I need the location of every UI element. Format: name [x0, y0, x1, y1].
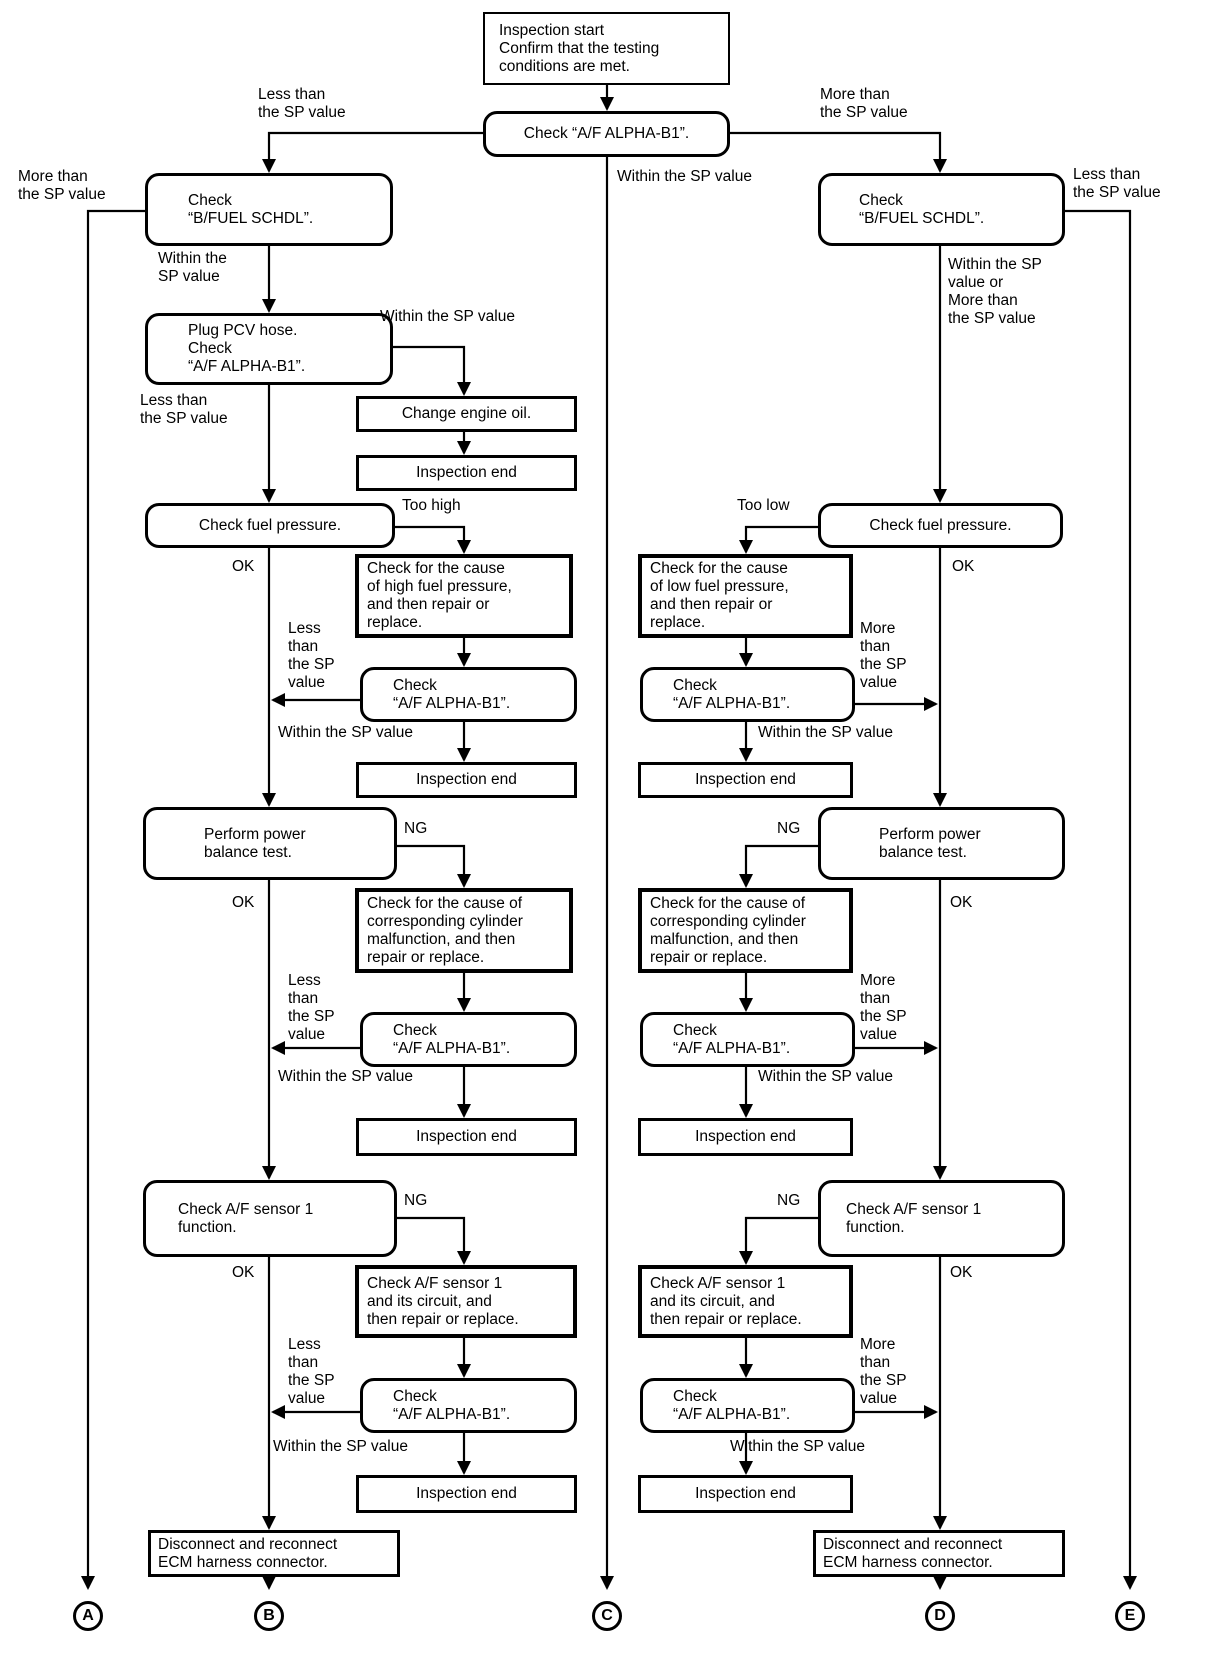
arrowhead-icon — [739, 748, 753, 762]
flow-line-10 — [395, 525, 466, 552]
arrowhead-icon — [600, 1576, 614, 1590]
flow-line-5 — [1065, 209, 1132, 1588]
arrowhead-icon — [271, 693, 285, 707]
arrowhead-icon — [1123, 1576, 1137, 1590]
arrowhead-icon — [739, 1104, 753, 1118]
flow-line-37 — [744, 1216, 818, 1263]
arrowhead-icon — [933, 1516, 947, 1530]
arrowhead-icon — [933, 1576, 947, 1590]
flow-line-15 — [397, 844, 466, 886]
arrowhead-icon — [457, 653, 471, 667]
arrowhead-icon — [739, 540, 753, 554]
arrowhead-icon — [739, 1461, 753, 1475]
arrowhead-icon — [933, 159, 947, 173]
flow-line-2 — [730, 131, 942, 171]
arrowhead-icon — [739, 653, 753, 667]
arrowhead-icon — [457, 1251, 471, 1265]
arrowhead-icon — [262, 793, 276, 807]
arrowhead-icon — [262, 299, 276, 313]
arrowhead-icon — [262, 1576, 276, 1590]
arrowhead-icon — [933, 489, 947, 503]
arrowhead-icon — [457, 382, 471, 396]
arrowhead-icon — [457, 540, 471, 554]
flow-line-27 — [744, 525, 818, 552]
arrowhead-icon — [739, 1251, 753, 1265]
arrowhead-icon — [457, 874, 471, 888]
arrowhead-icon — [262, 489, 276, 503]
arrowhead-icon — [457, 1461, 471, 1475]
arrowhead-icon — [457, 748, 471, 762]
arrowhead-icon — [933, 1166, 947, 1180]
arrowhead-icon — [457, 441, 471, 455]
arrowhead-icon — [933, 793, 947, 807]
arrowhead-icon — [739, 998, 753, 1012]
arrowhead-icon — [924, 1041, 938, 1055]
flow-line-32 — [744, 844, 818, 886]
arrowhead-icon — [457, 998, 471, 1012]
arrowhead-icon — [457, 1104, 471, 1118]
arrowhead-icon — [262, 1516, 276, 1530]
flow-line-8 — [393, 345, 466, 394]
arrowhead-icon — [600, 97, 614, 111]
arrowhead-icon — [924, 1405, 938, 1419]
flow-line-4 — [86, 209, 145, 1588]
arrowhead-icon — [924, 697, 938, 711]
arrowhead-icon — [457, 1364, 471, 1378]
arrowhead-icon — [739, 1364, 753, 1378]
arrowhead-icon — [271, 1041, 285, 1055]
arrowhead-icon — [262, 159, 276, 173]
arrowhead-icon — [81, 1576, 95, 1590]
arrowhead-icon — [262, 1166, 276, 1180]
arrowhead-icon — [739, 874, 753, 888]
flow-line-1 — [267, 131, 483, 171]
flow-line-20 — [397, 1216, 466, 1263]
arrowhead-icon — [271, 1405, 285, 1419]
